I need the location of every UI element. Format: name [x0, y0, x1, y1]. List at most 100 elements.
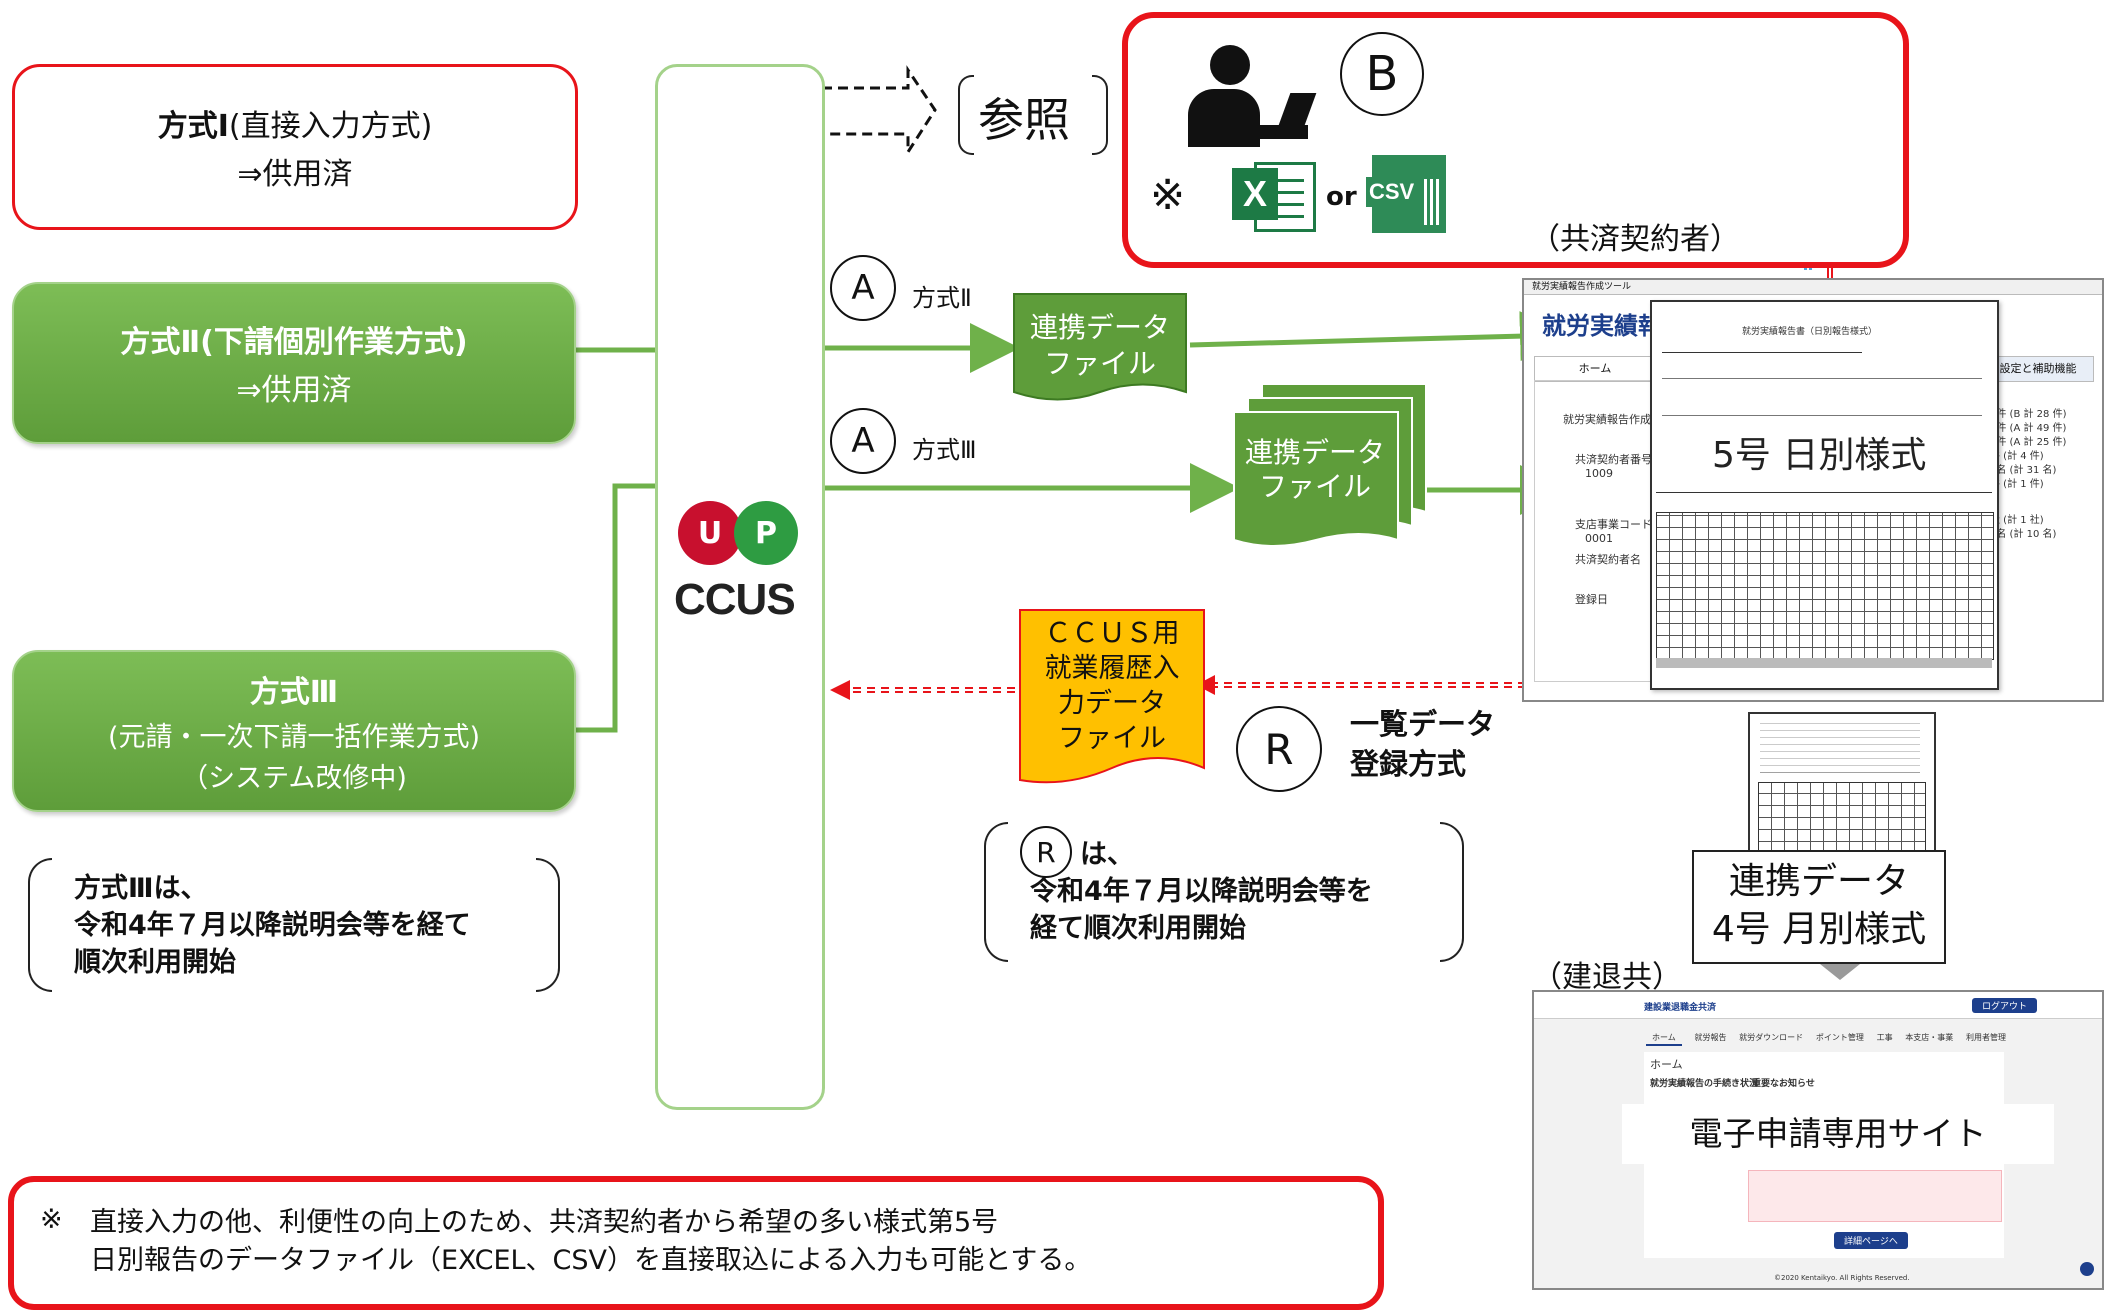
flow-r-line2: 登録方式: [1350, 747, 1467, 781]
flow-a1-file: 連携データ ファイル: [1012, 292, 1188, 412]
tool-window-titlebar: 就労実績報告作成ツール: [1524, 280, 2102, 295]
tool-right-item-7: 0名 (計 10 名): [1990, 529, 2057, 540]
kentaikyo-logo: 建設業退職金共済: [1644, 1003, 1717, 1013]
marker-a2: A: [830, 408, 896, 474]
kentaikyo-footer: ©2020 Kentaikyo. All Rights Reserved.: [1774, 1274, 1910, 1282]
kentaikyo-panel-left: 就労実績報告の手続き状況: [1650, 1079, 1759, 1089]
ccus-logo-u-icon: U: [678, 501, 742, 565]
tool-right-item-5: 件 (計 1 件): [1990, 479, 2044, 490]
kentaikyo-header: 建設業退職金共済 ログアウト: [1534, 992, 2102, 1019]
flow-a2-file-line2: ファイル: [1258, 470, 1371, 503]
tool-row-2-value: 0001: [1585, 532, 1613, 545]
csv-icon: CSV: [1366, 155, 1450, 235]
ccus-file-line2: 就業履歴入: [1044, 653, 1180, 684]
ccus-file-line4: ファイル: [1058, 723, 1166, 754]
tool-right-list: 8件 (B 計 28 件) 4件 (A 計 49 件) 5件 (A 計 25 件…: [1990, 408, 2094, 542]
method1-title: 方式Ⅰ: [157, 109, 229, 144]
method3-note: 方式Ⅲは、 令和4年７月以降説明会等を経て 順次利用開始: [74, 870, 471, 981]
flow-a2-label: 方式Ⅲ: [912, 436, 977, 464]
reference-bracket-right: [1092, 75, 1108, 155]
form4-label-line1: 連携データ: [1728, 861, 1909, 902]
kentaikyo-nav-4[interactable]: 工事: [1876, 1033, 1893, 1042]
form4-label-line2: 4号 月別様式: [1711, 909, 1927, 950]
footnote-mark: ※: [40, 1204, 63, 1235]
kentaikyo-help-icon[interactable]: [2080, 1262, 2094, 1276]
r-note: は、 令和4年７月以降説明会等を 経て順次利用開始: [1030, 836, 1373, 947]
kentaikyo-nav-1[interactable]: 就労報告: [1694, 1033, 1727, 1042]
tool-right-item-3: 件 (計 4 件): [1990, 451, 2044, 462]
method3-box: 方式Ⅲ (元請・一次下請一括作業方式) （システム改修中): [12, 650, 576, 812]
ccus-input-file: ＣＣＵＳ用 就業履歴入 力データ ファイル: [1018, 608, 1206, 794]
tool-row-4-label: 登録日: [1575, 593, 1608, 606]
excel-icon: X: [1232, 160, 1316, 232]
r-note-line2: 令和4年７月以降説明会等を: [1030, 876, 1373, 907]
flow-a1-file-line2: ファイル: [1043, 347, 1156, 380]
tool-tab-home[interactable]: ホーム: [1534, 356, 1656, 382]
marker-a1: A: [830, 255, 896, 321]
form4-sheet: [1748, 712, 1936, 858]
tool-row-3-label: 共済契約者名: [1575, 553, 1641, 566]
kentaikyo-nav-6[interactable]: 利用者管理: [1965, 1033, 2006, 1042]
r-note-bracket-left: [984, 822, 1008, 962]
reference-label: 参照: [978, 93, 1070, 147]
method2-subtitle: (下請個別作業方式): [200, 325, 468, 360]
form4-down-pointer: [1820, 964, 1860, 980]
arrow-a1-file-to-tool: [1189, 311, 1570, 362]
tool-right-item-1: 4件 (A 計 49 件): [1990, 423, 2067, 434]
kentaikyo-nav-3[interactable]: ポイント管理: [1815, 1033, 1864, 1042]
tool-row-1-value: 1009: [1585, 467, 1613, 480]
method3-subtitle: (元請・一次下請一括作業方式): [107, 722, 481, 753]
marker-b: B: [1340, 32, 1424, 116]
kentaikyo-detail-button[interactable]: 詳細ページへ: [1834, 1232, 1908, 1249]
method2-box: 方式Ⅱ(下請個別作業方式) ⇒供用済: [12, 282, 576, 444]
method3-note-line1: 方式Ⅲは、: [74, 873, 208, 904]
flow-a1-file-line1: 連携データ: [1029, 311, 1170, 344]
ccus-logo-p-icon: P: [734, 501, 798, 565]
tool-row-2-label: 支店事業コード: [1575, 518, 1652, 531]
ccus-logo-text: CCUS: [674, 575, 796, 624]
ccus-bar: [655, 64, 825, 1110]
flow-a1-label: 方式Ⅱ: [912, 284, 972, 312]
person-at-laptop-icon: [1180, 45, 1317, 155]
flow-a2-file-line1: 連携データ: [1244, 436, 1385, 469]
kentaikyo-nav: ホーム 就労報告 就労ダウンロード ポイント管理 工事 本支店・事業 利用者管理: [1646, 1022, 2006, 1046]
kentaikyo-nav-2[interactable]: 就労ダウンロード: [1739, 1033, 1804, 1042]
kentaikyo-panel-right: 重要なお知らせ: [1752, 1079, 1815, 1089]
method2-title: 方式Ⅱ: [120, 325, 201, 360]
method3-note-bracket-left: [28, 858, 52, 992]
marker-r: R: [1236, 706, 1322, 792]
r-note-line3: 経て順次利用開始: [1030, 913, 1246, 944]
tool-right-item-6: 社 (計 1 社): [1990, 515, 2044, 526]
kentaikyo-overlay-label: 電子申請専用サイト: [1622, 1104, 2054, 1164]
ccus-logo: U P CCUS: [672, 495, 822, 635]
form5-label: 5号 日別様式: [1712, 435, 1927, 476]
form5-header: 就労実績報告書（日別報告様式）: [1742, 327, 1878, 337]
r-note-bracket-right: [1440, 822, 1464, 962]
footnote-line2: 日別報告のデータファイル（EXCEL、CSV）を直接取込による入力も可能とする。: [90, 1245, 1092, 1276]
r-note-marker: R: [1020, 826, 1072, 878]
method3-title: 方式Ⅲ: [249, 675, 339, 710]
contractor-caption: （共済契約者）: [1530, 222, 1740, 257]
ccus-file-line1: ＣＣＵＳ用: [1044, 618, 1180, 649]
kentaikyo-logout-button[interactable]: ログアウト: [1972, 998, 2038, 1013]
contractor-or-label: or: [1326, 182, 1357, 212]
method1-status: ⇒供用済: [237, 157, 353, 192]
kentaikyo-caption: （建退共）: [1532, 960, 1682, 995]
method3-note-bracket-right: [536, 858, 560, 992]
kentaikyo-nav-0[interactable]: ホーム: [1646, 1022, 1682, 1046]
method1-subtitle: (直接入力方式): [228, 109, 433, 144]
footnote-text: 直接入力の他、利便性の向上のため、共済契約者から希望の多い様式第5号 日別報告の…: [90, 1204, 1091, 1280]
tool-tab-settings[interactable]: 設定と補助機能: [1982, 356, 2094, 382]
kentaikyo-nav-5[interactable]: 本支店・事業: [1905, 1033, 1954, 1042]
method1-box: 方式Ⅰ(直接入力方式) ⇒供用済: [12, 64, 578, 230]
form5-sheet: 就労実績報告書（日別報告様式） 5号 日別様式: [1650, 300, 1999, 690]
reference-bracket-left: [958, 75, 974, 155]
form5-grid: [1656, 512, 1994, 660]
form4-label-box: 連携データ 4号 月別様式: [1692, 850, 1946, 964]
method2-status: ⇒供用済: [236, 373, 352, 408]
method3-note-line3: 順次利用開始: [74, 947, 236, 978]
flow-r-label: 一覧データ 登録方式: [1350, 704, 1495, 784]
method3-note-line2: 令和4年７月以降説明会等を経て: [74, 910, 471, 941]
flow-a2-file-stack: 連携データ ファイル: [1232, 380, 1428, 570]
contractor-note-mark: ※: [1150, 170, 1186, 219]
